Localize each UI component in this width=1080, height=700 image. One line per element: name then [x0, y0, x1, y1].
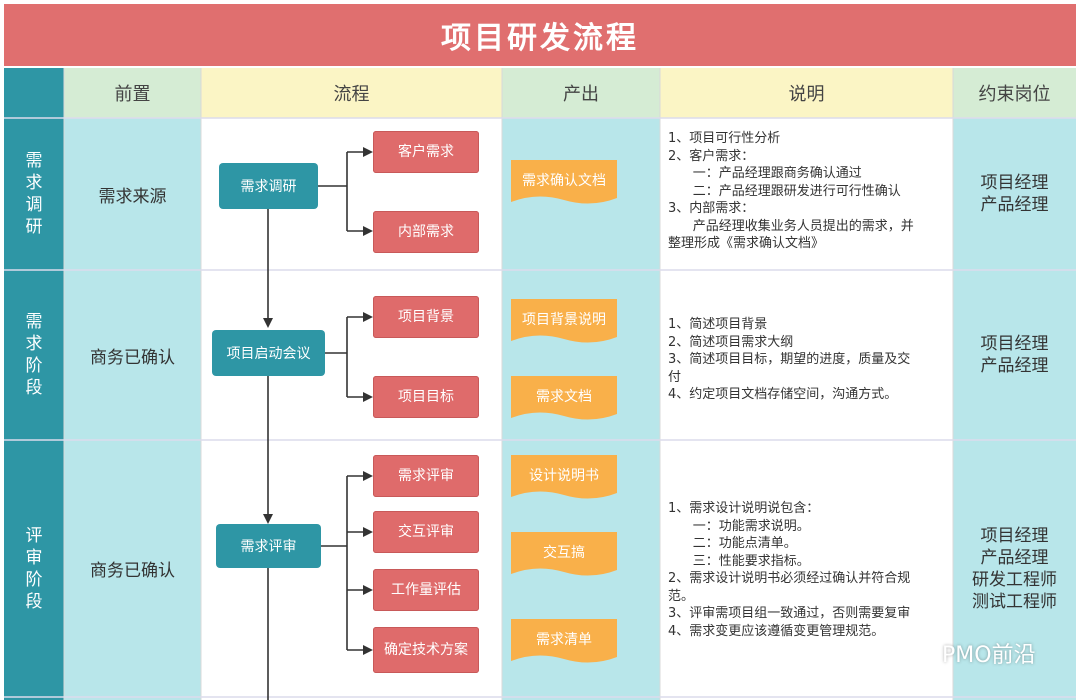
output-doc-label: 需求确认文档 [522, 173, 606, 189]
header-output: 产出 [502, 68, 660, 118]
output-doc-label: 项目背景说明 [522, 312, 606, 328]
flow-substep-customer: 客户需求 [373, 131, 479, 173]
header-prereq: 前置 [64, 68, 201, 118]
roles-cell: 项目经理 产品经理 [980, 334, 1049, 376]
stage-label: 需求阶段 [25, 312, 43, 398]
stage-label: 评审阶段 [25, 525, 43, 612]
flow-substep-workload: 工作量评估 [373, 569, 479, 611]
roles-cell: 项目经理 产品经理 研发工程师 测试工程师 [972, 525, 1057, 612]
roles-cell: 项目经理 产品经理 [980, 173, 1049, 215]
flow-substep-tech-plan: 确定技术方案 [373, 627, 479, 673]
prereq-cell: 需求来源 [98, 186, 167, 207]
stage-cell-requirement: 需求阶段 [4, 270, 64, 440]
flow-substep-req-review: 需求评审 [373, 455, 479, 497]
flow-step-kickoff: 项目启动会议 [212, 330, 325, 376]
flow-step-review: 需求评审 [216, 524, 321, 568]
page-title: 项目研发流程 [4, 4, 1076, 66]
output-doc: 交互搞 [511, 532, 617, 578]
output-doc-label: 设计说明书 [529, 468, 599, 484]
output-doc-label: 需求文档 [536, 389, 592, 405]
output-doc: 设计说明书 [511, 455, 617, 501]
description-text: 1、需求设计说明说包含： 一：功能需求说明。 二：功能点清单。 三：性能要求指标… [668, 501, 911, 639]
watermark: PMO前沿 [904, 636, 1036, 670]
watermark-text: PMO前沿 [942, 643, 1036, 668]
output-doc: 项目背景说明 [511, 299, 617, 345]
header-roles: 约束岗位 [953, 68, 1076, 118]
header-process: 流程 [201, 68, 502, 118]
roles-column-bg [953, 68, 1076, 700]
stage-cell-research: 需求调研 [4, 118, 64, 270]
flow-substep-internal: 内部需求 [373, 211, 479, 253]
flow-substep-goal: 项目目标 [373, 376, 479, 418]
prereq-cell: 商务已确认 [90, 561, 175, 581]
wechat-icon [904, 641, 935, 665]
output-doc-label: 交互搞 [543, 545, 585, 561]
header-description: 说明 [660, 68, 953, 118]
stage-label: 需求调研 [25, 151, 43, 237]
description-text: 1、项目可行性分析 2、客户需求： 一：产品经理跟商务确认通过 二：产品经理跟研… [668, 131, 914, 251]
prereq-column-bg [64, 68, 201, 700]
flow-substep-interaction-review: 交互评审 [373, 511, 479, 553]
prereq-cell: 商务已确认 [90, 347, 175, 368]
output-doc: 需求清单 [511, 619, 617, 665]
description-text: 1、简述项目背景 2、简述项目需求大纲 3、简述项目目标，期望的进度，质量及交 … [668, 317, 911, 402]
output-doc: 需求文档 [511, 376, 617, 422]
flow-substep-background: 项目背景 [373, 296, 479, 338]
flow-step-research: 需求调研 [219, 163, 318, 209]
output-doc: 需求确认文档 [511, 160, 617, 206]
output-doc-label: 需求清单 [536, 632, 592, 648]
stage-cell-review: 评审阶段 [4, 440, 64, 697]
stage-column-bg [4, 68, 64, 700]
